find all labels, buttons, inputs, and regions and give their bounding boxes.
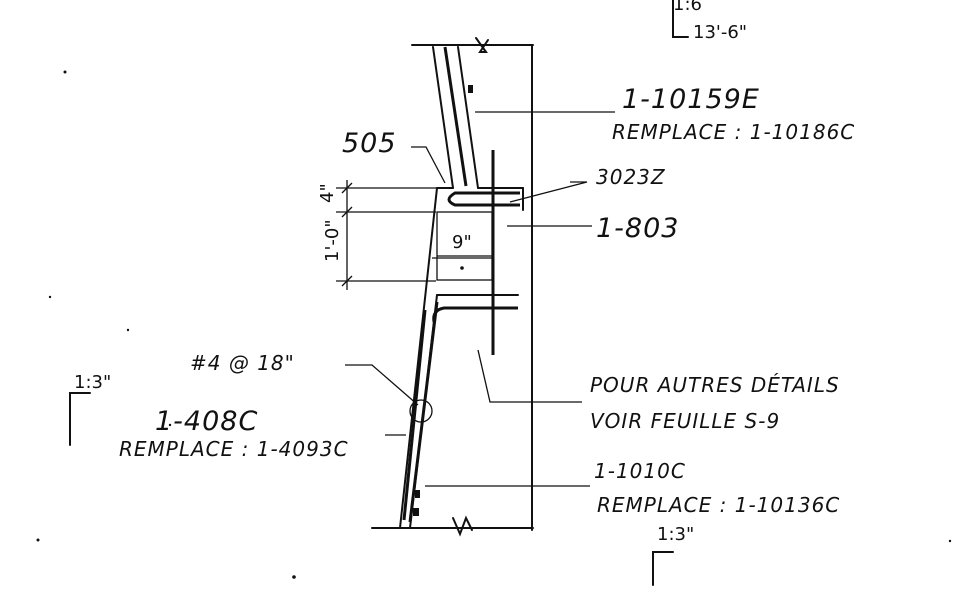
details-line2-label: VOIR FEUILLE S-9 — [590, 409, 780, 433]
bar-left-replace-label: REMPLACE : 1-4093C — [119, 437, 349, 461]
top-section-mark-label: 1:6 — [673, 0, 702, 15]
bottom-section-mark-label: 1:3" — [657, 524, 694, 545]
scan-specks — [36, 70, 952, 579]
text-labels: 1:6 13'-6" 1-10159E REMPLACE : 1-10186C … — [74, 0, 855, 545]
section-marks — [69, 0, 689, 586]
opening-block — [436, 211, 493, 281]
leader-lines — [345, 111, 615, 487]
bar-3023z-label: 3023Z — [596, 165, 666, 189]
left-section-mark-label: 1:3" — [74, 372, 111, 393]
top-section-dim-label: 13'-6" — [693, 22, 747, 43]
bar-bottom-id-label: 1-1010C — [594, 459, 686, 483]
dimension-lines — [336, 180, 492, 290]
bar-left-id-label: 1-408C — [155, 406, 258, 437]
dim-1ft-label: 1'-0" — [322, 219, 343, 262]
bar-top-replace-label: REMPLACE : 1-10186C — [612, 120, 855, 144]
bar-1-803-label: 1-803 — [596, 213, 679, 244]
bar-top-id-label: 1-10159E — [622, 84, 760, 115]
dim-9in-label: 9" — [452, 232, 472, 253]
details-line1-label: POUR AUTRES DÉTAILS — [590, 373, 840, 397]
bar-4-at-18-label: #4 @ 18" — [190, 351, 295, 375]
bar-bottom-replace-label: REMPLACE : 1-10136C — [597, 493, 840, 517]
stirrup-505-label: 505 — [342, 128, 397, 159]
dim-4in-label: 4" — [317, 183, 338, 203]
rebars — [402, 46, 520, 523]
